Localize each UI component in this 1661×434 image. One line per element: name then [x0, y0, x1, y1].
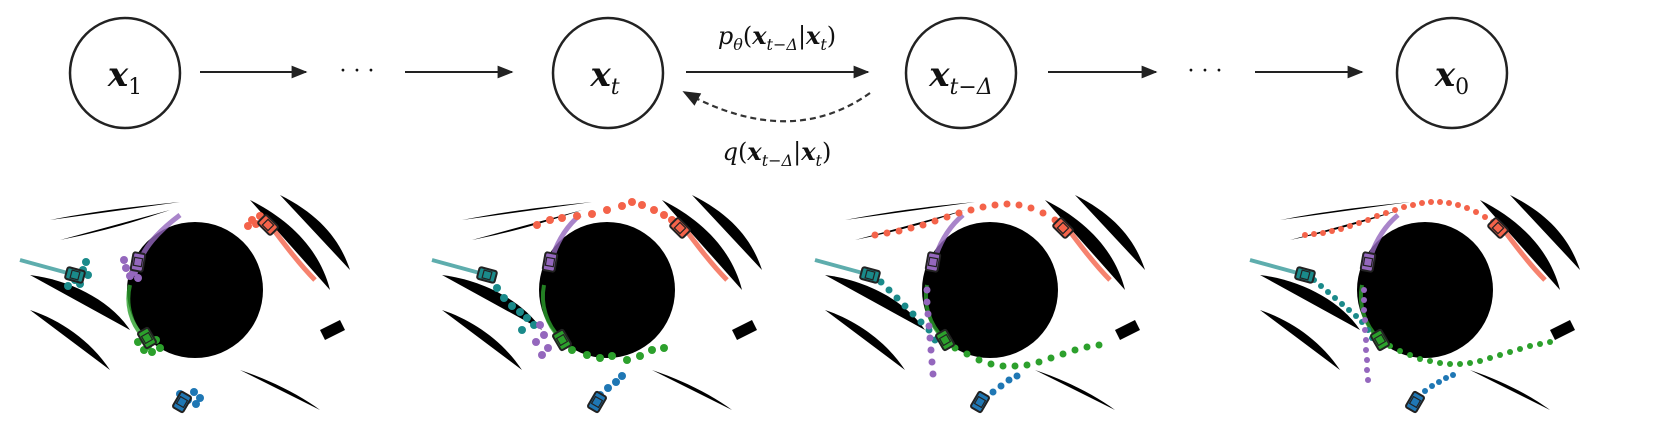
- purple-car-icon: [924, 251, 942, 273]
- blue-car-icon: [171, 390, 193, 414]
- node-xtd-sub: t−Δ: [950, 75, 993, 100]
- ellipsis-left: · · ·: [340, 59, 375, 84]
- blue-car-icon: [586, 390, 608, 414]
- green-dots: [568, 344, 668, 364]
- node-x1-base: x: [107, 55, 129, 95]
- teal-dots: [493, 284, 538, 334]
- svg-text:xt: xt: [589, 55, 619, 100]
- node-xt: xt: [551, 16, 665, 130]
- purple-dots: [923, 286, 937, 378]
- panel-step-xt-delta: [814, 195, 1145, 420]
- svg-text:x1: x1: [107, 55, 142, 100]
- chain-row: x1 · · · xt pθ(xt−Δ|xt) q(xt−Δ|xt) xt−Δ: [68, 16, 1509, 170]
- backward-label: q(xt−Δ|xt): [723, 137, 832, 170]
- road-map: [30, 195, 350, 420]
- fwd-fn: p: [718, 22, 733, 50]
- fwd-fn-sub: θ: [733, 35, 743, 54]
- fwd-bar: |: [798, 22, 806, 51]
- teal-car-icon: [1293, 265, 1317, 285]
- bwd-fn: q: [723, 138, 738, 166]
- teal-car-icon: [858, 265, 882, 285]
- panel-step-x1: [19, 195, 350, 420]
- purple-dots: [1361, 287, 1371, 383]
- green-dots: [1387, 339, 1553, 367]
- red-dots: [871, 200, 1059, 239]
- node-x0-base: x: [1434, 55, 1456, 95]
- fwd-open: (: [743, 22, 752, 50]
- fwd-arg2-sub: t: [820, 35, 827, 54]
- teal-car-icon: [475, 265, 499, 285]
- purple-car-icon: [129, 251, 147, 273]
- panel-step-x0: [1249, 195, 1580, 420]
- forward-label: pθ(xt−Δ|xt): [718, 21, 836, 54]
- node-xt-delta: xt−Δ: [904, 16, 1018, 130]
- red-dots: [1302, 199, 1496, 238]
- node-x0-sub: 0: [1455, 75, 1469, 100]
- road-map: [442, 195, 762, 420]
- fwd-close: ): [827, 22, 836, 50]
- node-xt-base: x: [589, 55, 611, 95]
- node-xtd-base: x: [928, 55, 950, 95]
- panel-step-xt: [431, 195, 762, 420]
- purple-car-icon: [1359, 251, 1377, 273]
- bwd-arg1: x: [746, 137, 762, 166]
- red-dots: [533, 198, 676, 229]
- node-x1-sub: 1: [128, 75, 142, 100]
- fwd-arg1-sub: t−Δ: [767, 35, 798, 54]
- bwd-arg2: x: [800, 137, 816, 166]
- bwd-open: (: [738, 138, 747, 166]
- node-x1: x1: [68, 16, 182, 130]
- node-xt-sub: t: [611, 75, 620, 100]
- green-dots: [951, 341, 1103, 370]
- purple-car-icon: [541, 251, 559, 273]
- arrow-backward-q: [682, 91, 871, 123]
- svg-text:x0: x0: [1434, 55, 1469, 100]
- blue-car-icon: [1404, 390, 1426, 414]
- node-x0: x0: [1395, 16, 1509, 130]
- blue-car-icon: [969, 390, 991, 414]
- purple-dots: [532, 321, 552, 359]
- bwd-arg1-sub: t−Δ: [762, 151, 793, 170]
- fwd-arg1: x: [751, 21, 767, 50]
- road-map: [1260, 195, 1580, 420]
- bwd-arg2-sub: t: [816, 151, 823, 170]
- ellipsis-right: · · ·: [1188, 59, 1223, 84]
- fwd-arg2: x: [805, 21, 821, 50]
- bwd-close: ): [822, 138, 831, 166]
- road-map: [825, 195, 1145, 420]
- bwd-bar: |: [793, 138, 801, 167]
- svg-text:xt−Δ: xt−Δ: [928, 55, 992, 100]
